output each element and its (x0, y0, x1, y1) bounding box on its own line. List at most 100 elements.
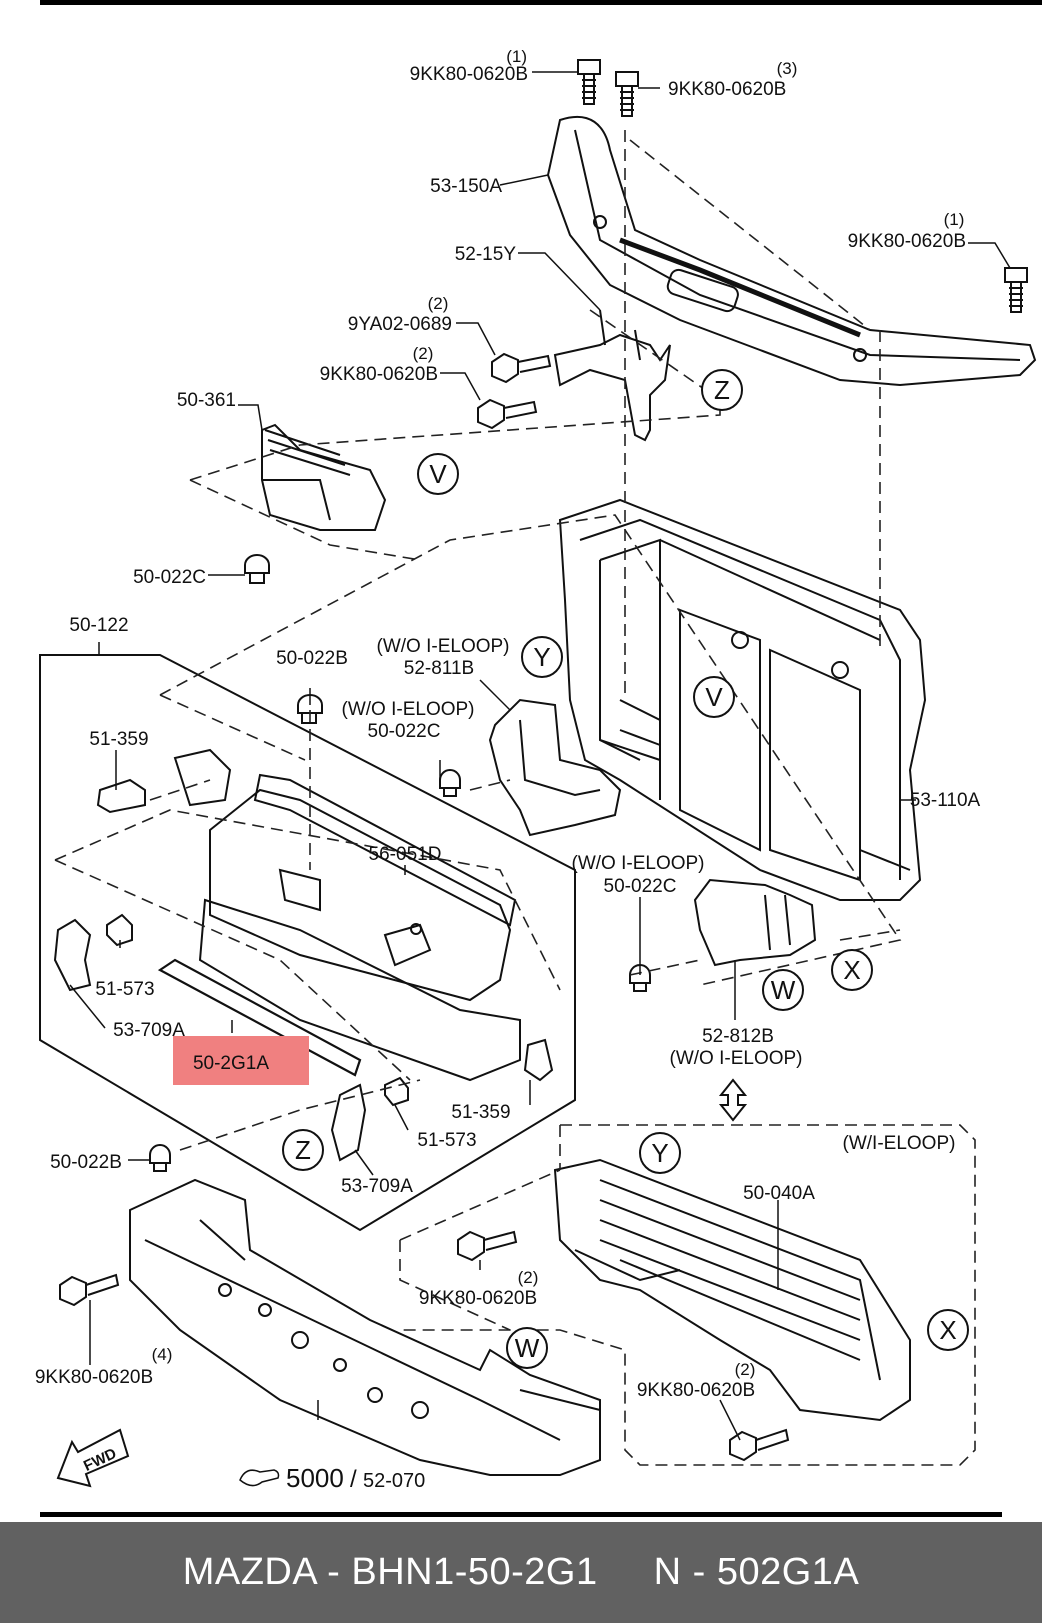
svg-text:V: V (705, 682, 723, 712)
upper-member-part[interactable] (546, 115, 1037, 387)
bracket-part[interactable] (553, 309, 671, 442)
label-wo-ieloop-3: (W/O I-ELOOP) (572, 853, 705, 874)
label-bolt-top-left: 9KK80-0620B (410, 64, 528, 85)
bracket-53-709a-left-part[interactable] (53, 918, 92, 992)
top-border (40, 0, 1042, 5)
svg-text:Z: Z (714, 375, 730, 405)
bottom-border (40, 1512, 1002, 1517)
label-bracket-53-709a-left: 53-709A (113, 1020, 185, 1041)
ref-circle-x-bottom: X (927, 1309, 969, 1351)
ref-circle-y-mid: Y (521, 636, 563, 678)
svg-text:Z: Z (295, 1135, 311, 1165)
fwd-arrow-icon: FWD (56, 1428, 130, 1488)
callout-labels: (1) 9KK80-0620B (3) 9KK80-0620B 53-150A … (35, 47, 981, 1401)
label-bolt-bracket: 9KK80-0620B (320, 364, 438, 385)
label-clip-50-022c-mid: 50-022C (368, 721, 441, 742)
label-clip-50-022b-bottom: 50-022B (50, 1152, 122, 1173)
bolt-bottom-left-part[interactable] (59, 1273, 120, 1307)
clip-50-022c-top-part[interactable] (244, 554, 270, 584)
label-upper-member: 53-150A (430, 176, 502, 197)
label-wo-ieloop-4: (W/O I-ELOOP) (670, 1048, 803, 1069)
pad-51-359-left-part[interactable] (96, 778, 146, 814)
label-highlight-part: 50-2G1A (193, 1053, 269, 1074)
label-pad-51-359-right: 51-359 (451, 1102, 510, 1123)
air-guide-52-812b-part[interactable] (693, 878, 817, 967)
hand-pointer-icon (239, 1469, 280, 1487)
bolt-top-mid-part[interactable] (615, 71, 639, 117)
ref-circle-v-top: V (417, 453, 459, 495)
clip-50-022c-mid-part[interactable] (439, 769, 461, 797)
footer-bar: MAZDA - BHN1-50-2G1 N - 502G1A (0, 1522, 1042, 1623)
label-pad-51-573-right: 51-573 (417, 1130, 476, 1151)
label-pad-51-573-left: 51-573 (95, 979, 154, 1000)
svg-text:V: V (429, 459, 447, 489)
qty-bolt-shutter-top: (2) (518, 1268, 539, 1287)
absorber-56-051d-part[interactable] (198, 773, 521, 1082)
pad-51-359-right-part[interactable] (523, 1038, 554, 1082)
label-clip-9ya: 9YA02-0689 (348, 314, 452, 335)
assembly-50-122-part[interactable] (39, 654, 576, 1232)
label-assembly-50-122: 50-122 (69, 615, 128, 636)
ref-circle-v-mid: V (693, 676, 735, 718)
pad-51-573-right-part[interactable] (384, 1076, 409, 1107)
bolt-shutter-bottom-part[interactable] (729, 1428, 790, 1462)
bolt-bracket-part[interactable] (477, 398, 538, 430)
bracket-upper-left-part[interactable] (173, 748, 232, 807)
duct-50-361-part[interactable] (261, 423, 387, 531)
pad-51-573-left-part[interactable] (106, 913, 133, 947)
label-group-52-070: 52-070 (363, 1470, 425, 1492)
qty-bolt-bracket: (2) (413, 344, 434, 363)
label-shutter-50-040a: 50-040A (743, 1183, 815, 1204)
label-bolt-bottom-left: 9KK80-0620B (35, 1367, 153, 1388)
bolt-top-left-part[interactable] (577, 59, 601, 105)
label-clip-50-022c-right: 50-022C (604, 876, 677, 897)
label-carrier-53-110a: 53-110A (910, 790, 981, 811)
label-guide-52-811b: 52-811B (404, 658, 474, 679)
qty-clip-9ya: (2) (428, 294, 449, 313)
ref-circle-z-bottom: Z (282, 1129, 324, 1171)
svg-text:W: W (771, 975, 796, 1005)
clip-50-022b-top-part[interactable] (297, 694, 323, 724)
label-wo-ieloop-2: (W/O I-ELOOP) (342, 699, 475, 720)
label-pad-51-359-left: 51-359 (89, 729, 148, 750)
clip-9ya-part[interactable] (491, 352, 552, 384)
svg-text:Y: Y (533, 642, 550, 672)
footer-diagram-code: N - 502G1A (653, 1551, 860, 1593)
label-wo-ieloop-1: (W/O I-ELOOP) (377, 636, 510, 657)
ref-circle-z-top: Z (701, 369, 743, 411)
clip-50-022c-right-part[interactable] (629, 964, 651, 992)
label-bolt-top-mid: 9KK80-0620B (668, 79, 786, 100)
radiator-carrier-part[interactable] (558, 498, 927, 901)
parts-diagram: Z V Y V X W Z Y X W FWD (1) 9KK80-0620B … (35, 47, 1037, 1493)
swap-arrow-icon (718, 1078, 748, 1122)
leader-lines (69, 71, 1011, 1441)
label-bracket-53-709a-right: 53-709A (341, 1176, 413, 1197)
bumper-reinforcement-part[interactable] (129, 1178, 601, 1476)
label-w-ieloop: (W/I-ELOOP) (843, 1133, 956, 1154)
qty-bolt-bottom-left: (4) (152, 1345, 173, 1364)
qty-bolt-top-left: (1) (506, 47, 527, 66)
bolt-shutter-top-part[interactable] (457, 1230, 518, 1262)
label-bolt-right: 9KK80-0620B (848, 231, 966, 252)
ref-circle-y-bottom: Y (639, 1132, 681, 1174)
svg-text:Y: Y (651, 1138, 668, 1168)
label-guide-52-812b: 52-812B (702, 1026, 774, 1047)
group-reference: 5000 / 52-070 (239, 1463, 425, 1493)
bracket-53-709a-right-part[interactable] (330, 1083, 367, 1162)
bolt-right-part[interactable] (1004, 267, 1028, 313)
svg-text:X: X (843, 955, 860, 985)
clip-50-022b-bottom-part[interactable] (149, 1144, 171, 1172)
air-guide-52-811b-part[interactable] (488, 698, 622, 837)
label-clip-50-022b-top: 50-022B (276, 648, 348, 669)
highlight-box (173, 1036, 309, 1085)
label-bracket: 52-15Y (455, 244, 517, 265)
qty-bolt-right: (1) (944, 210, 965, 229)
active-shutter-part[interactable] (553, 1158, 911, 1422)
ref-circle-w-bottom: W (506, 1327, 548, 1369)
footer-part-number: MAZDA - BHN1-50-2G1 (182, 1551, 598, 1593)
svg-text:X: X (939, 1315, 956, 1345)
label-group-5000: 5000 (286, 1463, 344, 1493)
label-clip-50-022c-top: 50-022C (133, 567, 206, 588)
label-duct-50-361: 50-361 (177, 390, 236, 411)
qty-bolt-top-mid: (3) (777, 59, 798, 78)
